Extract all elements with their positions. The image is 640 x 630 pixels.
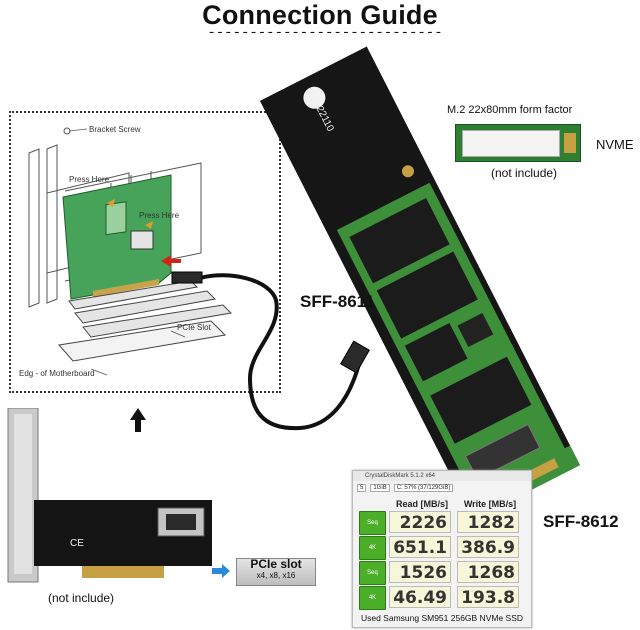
adapter-not-included: (not include) — [48, 591, 115, 605]
cdm-read-seq-q32: 2226 — [389, 511, 451, 533]
cdm-write-header: Write [MB/s] — [463, 499, 517, 509]
pcie-slot-sizes: x4, x8, x16 — [256, 571, 296, 580]
pcie-card-drawing: CE — [7, 407, 212, 583]
press-here-label-2: Press Here — [139, 211, 180, 220]
pcie-slot-label: PCIe Slot — [177, 323, 211, 332]
cdm-read-4k: 46.49 — [389, 586, 451, 608]
cdm-setting-drive[interactable]: C: 57% (37/129GiB) — [393, 484, 454, 492]
cdm-write-4k-q32: 386.9 — [457, 536, 519, 558]
cdm-run-4k-q32[interactable]: 4K Q32T1 — [359, 536, 386, 573]
cdm-footer-note: Used Samsung SM951 256GB NVMe SSD — [360, 613, 524, 623]
ssd-sticker — [462, 130, 560, 157]
cdm-write-seq: 1268 — [457, 561, 519, 583]
cdm-run-4k[interactable]: 4K — [359, 586, 386, 610]
press-here-label-1: Press Here — [69, 175, 110, 184]
crystaldiskmark-window: CrystalDiskMark 5.1.2 x64 5 1GiB C: 57% … — [352, 470, 532, 628]
pcie-adapter-card: CE — [6, 407, 212, 586]
nvme-label: NVME — [596, 137, 634, 152]
cdm-settings: 5 1GiB C: 57% (37/129GiB) — [357, 484, 454, 492]
sff-8611-label: SFF-8611 — [300, 292, 375, 311]
cdm-read-header: Read [MB/s] — [395, 499, 448, 509]
m2-adapter-board: 22110 — [259, 46, 581, 520]
cdm-run-seq[interactable]: Seq — [359, 561, 386, 585]
title-underline: ---------------------------- — [207, 25, 443, 41]
pcie-slot-badge: PCIe slot x4, x8, x16 — [236, 558, 316, 586]
cdm-write-seq-q32: 1282 — [457, 511, 519, 533]
cdm-write-4k: 193.8 — [457, 586, 519, 608]
cdm-setting-count[interactable]: 5 — [357, 484, 367, 492]
cdm-read-seq: 1526 — [389, 561, 451, 583]
installation-diagram: Bracket Screw Press Here Press Here PCIe… — [9, 111, 281, 393]
m2-not-included: (not include) — [491, 166, 558, 180]
cdm-setting-size[interactable]: 1GiB — [370, 484, 390, 492]
sff-8612-label: SFF-8612 — [543, 512, 619, 531]
motherboard-edge-label: Edg - of Motherboard — [19, 369, 95, 378]
ssd-contacts — [564, 133, 576, 153]
svg-text:CE: CE — [70, 538, 84, 549]
form-factor-label: M.2 22x80mm form factor — [447, 104, 573, 116]
installation-drawing — [28, 127, 233, 376]
page-title: Connection Guide — [202, 0, 438, 30]
pcie-slot-title: PCIe slot — [250, 557, 302, 571]
m2-board-drawing — [259, 46, 581, 520]
cdm-titlebar: CrystalDiskMark 5.1.2 x64 — [353, 471, 531, 481]
cdm-run-seq-q32[interactable]: Seq Q32T1 — [359, 511, 386, 548]
bracket-screw-label: Bracket Screw — [89, 125, 141, 134]
cdm-read-4k-q32: 651.1 — [389, 536, 451, 558]
m2-ssd-image — [455, 124, 581, 162]
